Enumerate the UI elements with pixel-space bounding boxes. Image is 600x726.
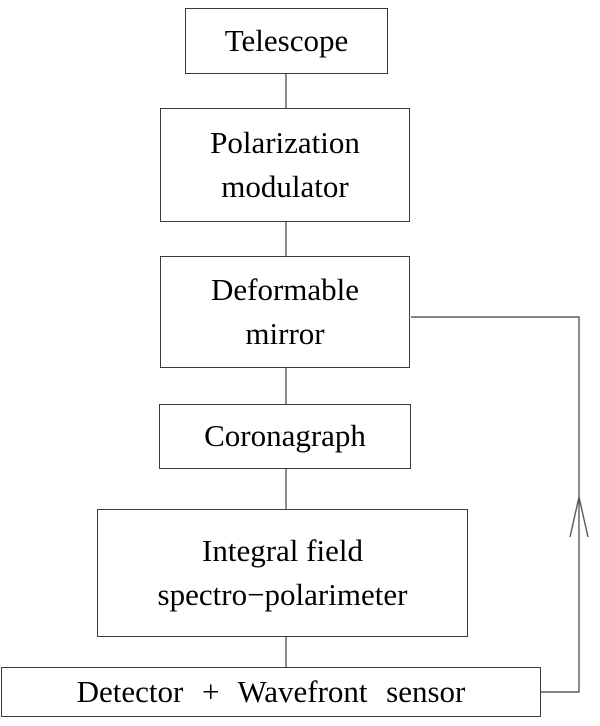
node-deformable-mirror-line1: Deformable bbox=[210, 271, 360, 307]
edge-feedback-detector-to-deformable bbox=[411, 316, 580, 693]
node-telescope-label: Telescope bbox=[224, 22, 349, 58]
node-detector-wavefront-sensor: Detector + Wavefront sensor bbox=[1, 667, 541, 717]
node-polarization-modulator-line1: Polarization bbox=[210, 124, 360, 160]
node-integral-field-spectro-polarimeter: Integral field spectro−polarimeter bbox=[97, 509, 468, 637]
node-ifs-line2: spectro−polarimeter bbox=[157, 577, 408, 612]
node-ifs-line1: Integral field bbox=[202, 532, 363, 568]
node-polarization-modulator-line2: modulator bbox=[221, 169, 349, 204]
node-coronagraph: Coronagraph bbox=[159, 404, 411, 469]
feedback-arrowhead-up-icon bbox=[569, 496, 589, 538]
node-coronagraph-label: Coronagraph bbox=[204, 418, 366, 454]
node-deformable-mirror: Deformable mirror bbox=[160, 256, 410, 368]
node-telescope: Telescope bbox=[185, 8, 388, 74]
node-detector-wavefront-sensor-label: Detector + Wavefront sensor bbox=[76, 673, 466, 709]
node-polarization-modulator: Polarization modulator bbox=[160, 108, 410, 222]
node-deformable-mirror-line2: mirror bbox=[245, 316, 325, 351]
